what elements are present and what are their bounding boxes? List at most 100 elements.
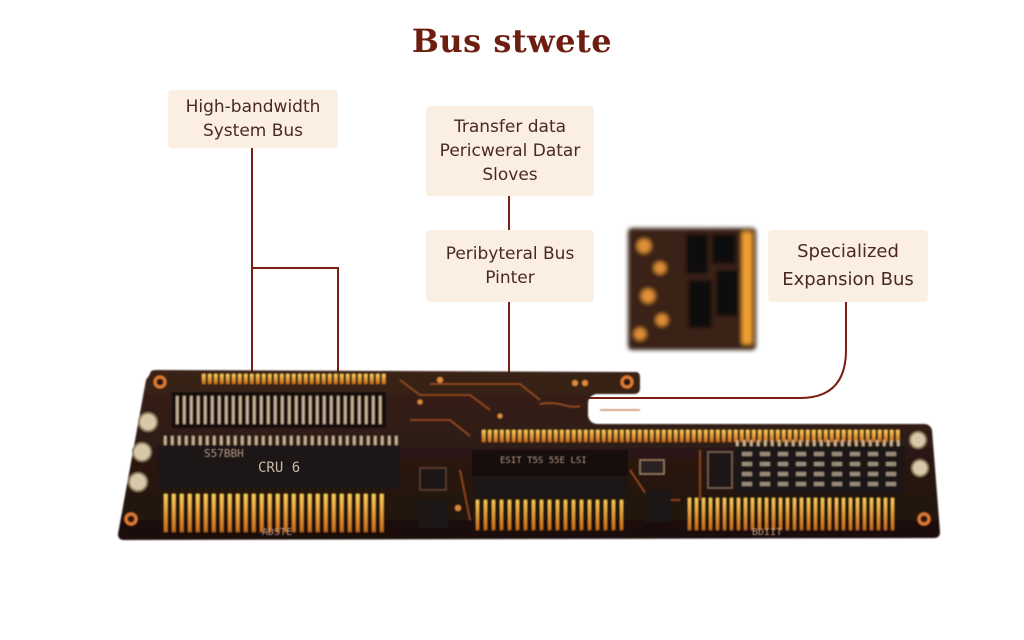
pin: [236, 494, 240, 532]
pin: [228, 494, 232, 532]
pin: [866, 430, 870, 442]
pin: [332, 494, 336, 532]
pin: [709, 498, 712, 530]
pin: [820, 440, 823, 446]
pin: [388, 436, 391, 445]
pin: [506, 430, 510, 442]
pin: [620, 500, 623, 530]
pin: [204, 494, 208, 532]
pin: [204, 396, 207, 424]
callout-peripheral-line-2: Pinter: [426, 266, 594, 290]
pin: [572, 500, 575, 530]
pin: [828, 498, 831, 530]
pin: [337, 396, 340, 424]
pin: [620, 430, 624, 442]
pin: [540, 500, 543, 530]
pin: [226, 374, 230, 384]
pin: [286, 374, 290, 384]
pin: [353, 436, 356, 445]
pin: [281, 396, 284, 424]
pin: [208, 374, 212, 384]
pin: [244, 374, 248, 384]
pin: [878, 430, 882, 442]
pin: [260, 396, 263, 424]
pin: [674, 430, 678, 442]
pin: [518, 430, 522, 442]
pin: [324, 494, 328, 532]
chip-marking: [796, 462, 806, 466]
callout-transfer-line-3: Sloves: [426, 163, 594, 187]
pin: [841, 440, 844, 446]
pin: [395, 436, 398, 445]
chip-marking: [868, 482, 878, 486]
pin: [379, 396, 382, 424]
pin: [584, 430, 588, 442]
pin: [662, 430, 666, 442]
pin: [554, 430, 558, 442]
chip-marking: [886, 462, 896, 466]
chip-marking: [760, 452, 770, 456]
chip-marking: [814, 472, 824, 476]
pin: [512, 430, 516, 442]
pin: [238, 374, 242, 384]
pin: [849, 498, 852, 530]
pin: [276, 436, 279, 445]
chip-marking: [868, 462, 878, 466]
pin: [524, 430, 528, 442]
pin: [346, 374, 350, 384]
pin: [806, 440, 809, 446]
pin: [220, 374, 224, 384]
pin: [813, 440, 816, 446]
chip-marking: [868, 452, 878, 456]
pin: [288, 396, 291, 424]
pin: [202, 374, 206, 384]
pin: [752, 430, 756, 442]
pin: [246, 396, 249, 424]
pin: [482, 430, 486, 442]
chip-marking: [850, 452, 860, 456]
pin: [323, 396, 326, 424]
pin: [164, 436, 167, 445]
pin: [346, 436, 349, 445]
chip-marking: [796, 482, 806, 486]
chip-marking: [850, 482, 860, 486]
pin: [814, 498, 817, 530]
pin: [500, 500, 503, 530]
expansion-bus-chip: [735, 446, 905, 494]
pin: [274, 374, 278, 384]
pin: [297, 436, 300, 445]
pin: [178, 436, 181, 445]
chip-label-bottom-left: ADSTE: [262, 527, 292, 538]
pin: [870, 498, 873, 530]
pin: [339, 436, 342, 445]
pin: [267, 396, 270, 424]
pin: [578, 430, 582, 442]
chip-marking: [778, 482, 788, 486]
pin: [758, 498, 761, 530]
pin: [830, 430, 834, 442]
pin: [596, 500, 599, 530]
chip-marking: [778, 452, 788, 456]
pin: [283, 436, 286, 445]
pin: [710, 430, 714, 442]
pin: [548, 500, 551, 530]
pin: [364, 374, 368, 384]
pin: [785, 440, 788, 446]
pin: [536, 430, 540, 442]
pin: [862, 440, 865, 446]
pin: [751, 498, 754, 530]
pin: [494, 430, 498, 442]
pin: [232, 374, 236, 384]
pin: [295, 396, 298, 424]
pin: [740, 430, 744, 442]
pin: [212, 494, 216, 532]
pin: [782, 430, 786, 442]
pin: [644, 430, 648, 442]
pin: [365, 396, 368, 424]
pin: [730, 498, 733, 530]
pin: [793, 498, 796, 530]
chip-marking: [832, 482, 842, 486]
chip-marking: [742, 482, 752, 486]
pin: [668, 430, 672, 442]
callout-system-bus: High-bandwidth System Bus: [168, 90, 338, 148]
